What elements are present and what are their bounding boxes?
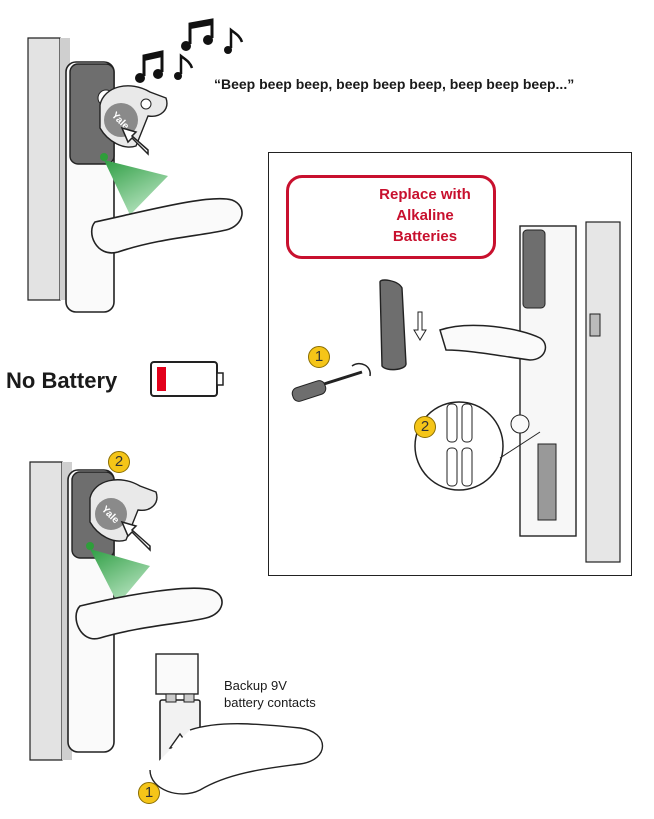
warning-line-1: Replace with	[379, 186, 471, 203]
music-notes-icon	[135, 18, 244, 83]
low-battery-icon	[150, 361, 224, 397]
backup-caption-line-2: battery contacts	[224, 695, 316, 710]
lock-cover	[379, 279, 427, 371]
top-beam	[104, 160, 168, 215]
backup-door-scene: Yale	[29, 461, 223, 761]
backup-step-badge-1: 1	[138, 782, 160, 804]
step-badge-1: 1	[308, 346, 330, 368]
warning-line-3: Batteries	[392, 228, 458, 245]
top-press-arrow	[120, 126, 149, 156]
screwdriver-icon	[291, 362, 371, 402]
top-door-scene: Yale	[27, 37, 243, 313]
top-key-fob: Yale	[99, 85, 168, 148]
step-badge-2: 2	[414, 416, 436, 438]
no-battery-label: No Battery	[6, 368, 118, 393]
beep-quote: “Beep beep beep, beep beep beep, beep be…	[214, 76, 575, 92]
replace-warning-text: Replace with Alkaline Batteries	[360, 184, 490, 247]
replace-warning-box	[286, 175, 496, 259]
backup-step-badge-2: 2	[108, 451, 130, 473]
backup-contacts-caption: Backup 9V battery contacts	[224, 677, 316, 711]
backup-key-fob: Yale	[89, 479, 158, 542]
9v-battery-hand	[149, 693, 324, 795]
backup-caption-line-1: Backup 9V	[224, 678, 287, 693]
replace-door-scene	[439, 221, 621, 563]
replace-batteries-panel	[268, 152, 632, 576]
aa-batteries-callout	[414, 401, 541, 491]
top-handle	[90, 197, 243, 254]
warning-line-2: Alkaline	[396, 207, 454, 224]
